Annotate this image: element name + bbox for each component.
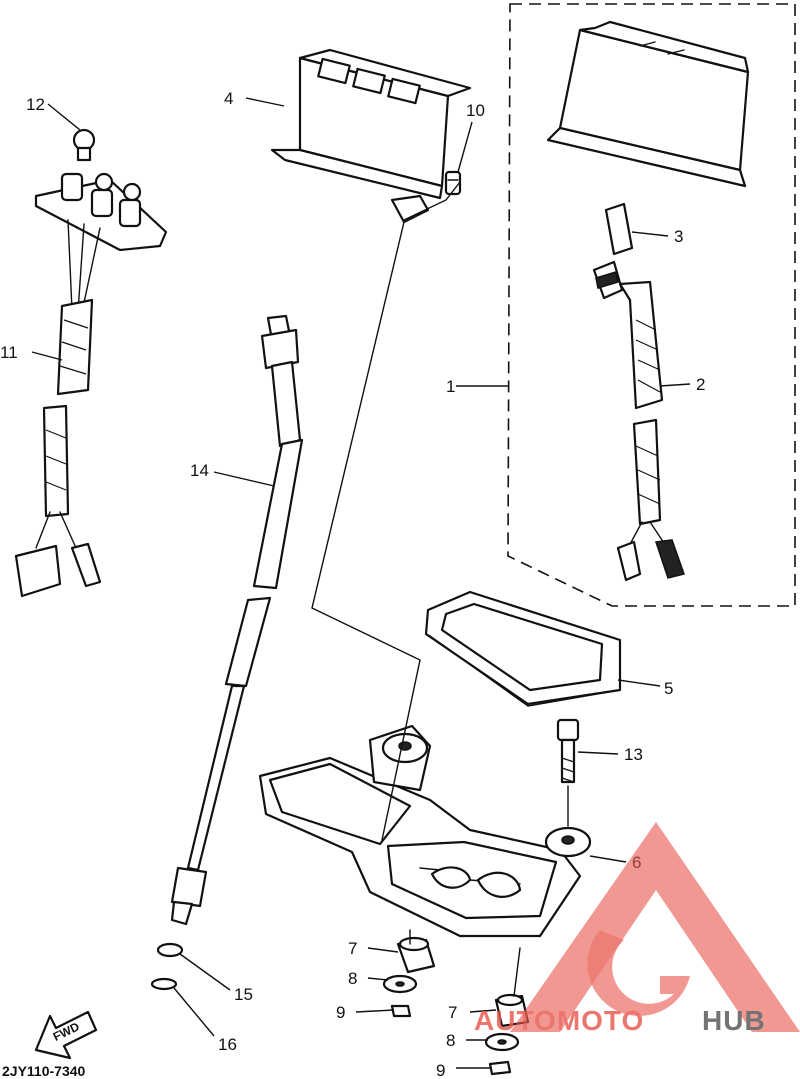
drawing-code: 2JY110-7340 <box>2 1063 86 1079</box>
assembly-group-outline <box>507 3 796 607</box>
callout-9b: 9 <box>436 1061 445 1079</box>
callout-13: 13 <box>624 745 643 764</box>
watermark-text-primary: AUTOMOTO <box>474 1005 644 1036</box>
bulb-part-3 <box>604 202 634 256</box>
circlip-part-15 <box>156 942 184 958</box>
screw-part-10 <box>444 170 462 196</box>
callout-9a: 9 <box>336 1003 345 1022</box>
callout-7b: 7 <box>448 1003 457 1022</box>
callout-8a: 8 <box>348 969 357 988</box>
callout-8b: 8 <box>446 1031 455 1050</box>
bolt-part-13 <box>556 718 580 784</box>
nut-part-9a <box>390 1004 412 1018</box>
callout-14: 14 <box>190 461 209 480</box>
callout-11: 11 <box>0 343 18 362</box>
callout-12: 12 <box>26 95 45 114</box>
meter-bracket-part-6 <box>258 724 592 938</box>
washer-part-8b <box>484 1032 520 1052</box>
callout-10: 10 <box>466 101 485 120</box>
callout-5: 5 <box>664 679 673 698</box>
callout-15: 15 <box>234 985 253 1004</box>
grommet-part-7a <box>396 936 436 974</box>
socket-cord-part-11 <box>14 172 168 598</box>
meter-unit-part-1 <box>546 20 750 188</box>
bulb-part-12 <box>72 128 96 162</box>
washer-part-8a <box>382 974 418 994</box>
meter-cable-part-14 <box>170 314 304 926</box>
callout-1: 1 <box>446 377 455 396</box>
callout-7a: 7 <box>348 939 357 958</box>
watermark-logo-letter <box>587 930 690 1016</box>
callout-16: 16 <box>218 1035 237 1054</box>
automotohub-watermark: AUTOMOTO HUB <box>474 822 800 1036</box>
nut-part-9b <box>488 1060 512 1076</box>
leader-lines <box>31 97 691 1069</box>
callout-3: 3 <box>674 227 683 246</box>
callout-2: 2 <box>696 375 705 394</box>
watermark-logo-triangle <box>510 822 800 1032</box>
meter-lead-part-2 <box>592 260 685 582</box>
callout-4: 4 <box>224 89 233 108</box>
meter-housing-part-4 <box>270 48 472 224</box>
forward-direction-arrow: FWD <box>34 1010 98 1060</box>
assembly-lines <box>311 221 569 997</box>
o-ring-part-16 <box>150 977 178 991</box>
damper-part-5 <box>424 590 622 707</box>
watermark-text-secondary: HUB <box>702 1005 766 1036</box>
